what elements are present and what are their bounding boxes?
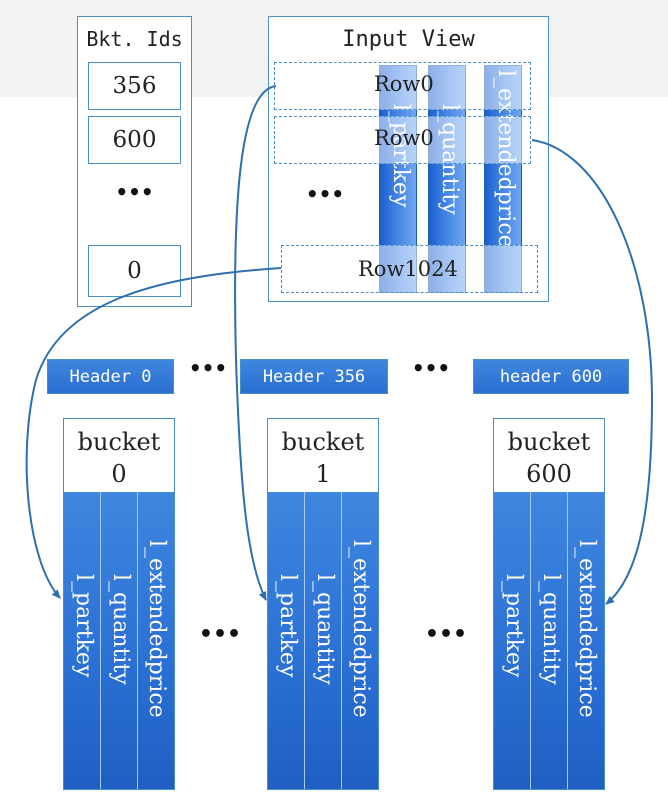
bucket-separator-1: ••• xyxy=(198,622,242,647)
bucket-id-600: 600 xyxy=(88,116,181,164)
bucket-0-title: bucket xyxy=(77,428,161,456)
bucket-0-number: 0 xyxy=(111,460,127,488)
input-row-0-label: Row0 xyxy=(374,72,434,96)
bucket-ids-ellipsis: ••• xyxy=(115,180,154,204)
bucket-600-column-quantity: l_quantity xyxy=(531,492,568,789)
input-view-title: Input View xyxy=(342,27,475,52)
bucket-1-title: bucket xyxy=(281,428,365,456)
bucket-0-column-quantity: l_quantity xyxy=(101,492,138,789)
input-row-1024-label: Row1024 xyxy=(358,257,458,281)
header-separator-2: ••• xyxy=(411,356,451,380)
bucket-separator-2: ••• xyxy=(424,622,468,647)
bucket-1-column-quantity: l_quantity xyxy=(305,492,342,789)
input-view-ellipsis: ••• xyxy=(305,182,345,206)
header-separator-1: ••• xyxy=(188,356,228,380)
input-row-1-label: Row0 xyxy=(374,126,434,150)
header-600: header 600 xyxy=(473,359,629,394)
header-356: Header 356 xyxy=(240,359,388,394)
bucket-0-column-extendedprice: l_extendedprice xyxy=(138,492,174,789)
bucket-600-number: 600 xyxy=(526,460,572,488)
bucket-1-number: 1 xyxy=(315,460,331,488)
bucket-600-title: bucket xyxy=(507,428,591,456)
bucket-600-column-extendedprice: l_extendedprice xyxy=(568,492,604,789)
input-row-0 xyxy=(274,62,531,110)
bucket-1-column-partkey: l_partkey xyxy=(268,492,305,789)
arrow-row1024-to-bucket-0 xyxy=(25,267,282,599)
bucket-1-column-extendedprice: l_extendedprice xyxy=(342,492,378,789)
bucket-id-0: 0 xyxy=(88,245,181,297)
bucket-ids-title: Bkt. Ids xyxy=(86,27,183,51)
bucket-0-column-partkey: l_partkey xyxy=(64,492,101,789)
bucket-600-column-partkey: l_partkey xyxy=(494,492,531,789)
input-row-1024 xyxy=(281,245,538,293)
header-0: Header 0 xyxy=(47,359,174,394)
arrow-row0b-to-bucket-600 xyxy=(531,139,654,605)
input-row-1 xyxy=(274,116,531,164)
bucket-id-356: 356 xyxy=(88,62,181,110)
arrow-row0-to-bucket-1 xyxy=(234,85,277,601)
